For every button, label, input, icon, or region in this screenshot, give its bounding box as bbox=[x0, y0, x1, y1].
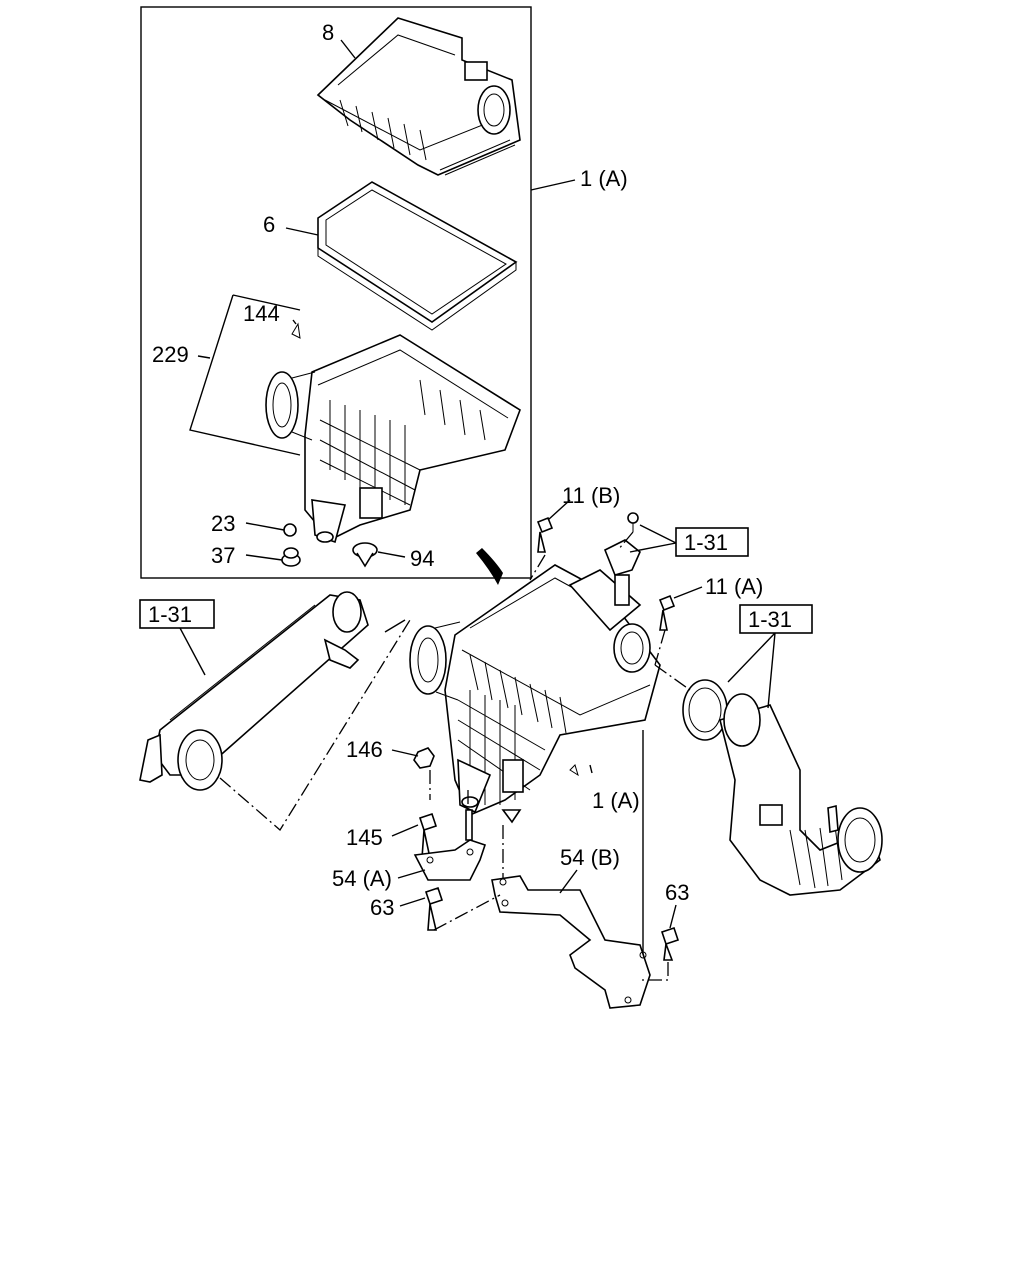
stud-drawing bbox=[465, 809, 473, 841]
nut-146-drawing bbox=[413, 747, 435, 769]
label-part-145: 145 bbox=[346, 825, 383, 850]
reference-box-right bbox=[739, 604, 813, 634]
label-part-37: 37 bbox=[211, 543, 235, 568]
bolt-63-left-drawing bbox=[424, 886, 444, 931]
label-part-11a: 11 (A) bbox=[705, 574, 763, 599]
inlet-duct-drawing bbox=[139, 591, 369, 791]
air-cleaner-cover-drawing bbox=[316, 17, 521, 176]
reference-label-top: 1-31 bbox=[684, 530, 728, 555]
bolt-145-drawing bbox=[418, 812, 438, 859]
label-part-11b: 11 (B) bbox=[562, 483, 620, 508]
screw-drawing bbox=[627, 512, 639, 532]
label-part-63-left: 63 bbox=[370, 895, 394, 920]
reference-label-right: 1-31 bbox=[748, 607, 792, 632]
exploded-view-frame bbox=[140, 6, 532, 579]
label-part-94: 94 bbox=[410, 546, 434, 571]
bolt-11b-drawing bbox=[536, 516, 554, 553]
label-part-54a: 54 (A) bbox=[332, 866, 392, 891]
reference-box-left bbox=[139, 599, 215, 629]
label-part-63-right: 63 bbox=[665, 880, 689, 905]
outlet-hose-drawing bbox=[682, 679, 883, 896]
bolt-11a-drawing bbox=[658, 594, 676, 631]
air-cleaner-case-drawing bbox=[265, 322, 521, 544]
bolt-23-drawing bbox=[283, 523, 297, 537]
assembly-arrow bbox=[476, 548, 503, 585]
label-part-54b: 54 (B) bbox=[560, 845, 620, 870]
label-part-229: 229 bbox=[152, 342, 189, 367]
label-part-8: 8 bbox=[322, 20, 334, 45]
air-flow-sensor-drawing bbox=[603, 539, 641, 606]
bracket-54a-drawing bbox=[413, 839, 487, 881]
grommet-37-drawing bbox=[281, 547, 301, 567]
reference-box-top bbox=[675, 527, 749, 557]
air-filter-element-drawing bbox=[317, 181, 518, 331]
air-cleaner-assembly-drawing bbox=[409, 564, 661, 824]
bolt-63-right-drawing bbox=[660, 926, 680, 961]
label-part-146: 146 bbox=[346, 737, 383, 762]
label-part-1a-top: 1 (A) bbox=[580, 166, 628, 191]
label-part-144: 144 bbox=[243, 301, 280, 326]
label-part-23: 23 bbox=[211, 511, 235, 536]
reference-label-left: 1-31 bbox=[148, 602, 192, 627]
grommet-94-drawing bbox=[352, 542, 378, 568]
label-part-1a-main: 1 (A) bbox=[592, 788, 640, 813]
bracket-54b-drawing bbox=[491, 875, 651, 1009]
label-part-6: 6 bbox=[263, 212, 275, 237]
